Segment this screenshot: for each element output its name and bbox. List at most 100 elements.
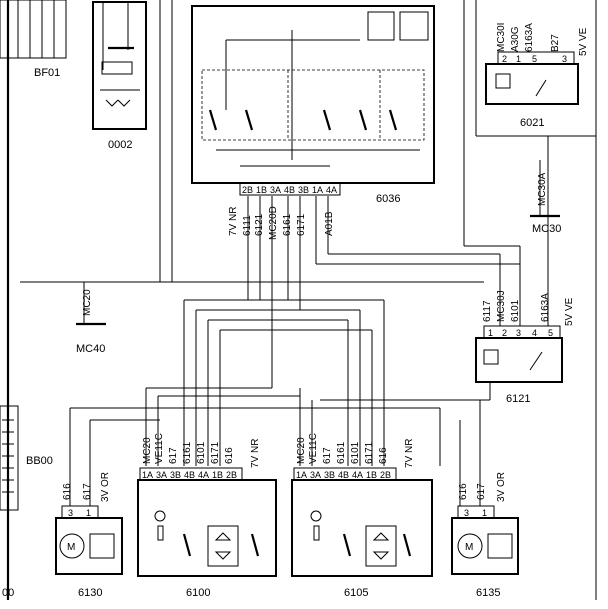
component-6121: 5V VE 6117 MC30J 6101 6163A 1 2 3 4 5 61… — [475, 290, 575, 405]
spec-6100: 7V NR — [250, 439, 261, 468]
ground-mc40-label: MC40 — [76, 343, 105, 355]
bf01-fuse-box: BF01 — [0, 0, 67, 600]
wire-6130-617: 617 — [82, 483, 93, 500]
bb00-edge-label: 00 — [2, 587, 14, 599]
pin-6130-1: 1 — [86, 508, 91, 518]
spec-6105: 7V NR — [404, 439, 415, 468]
wire-a01b: A01B — [324, 211, 335, 236]
wire-6135-616: 616 — [458, 483, 469, 500]
pin-6121-1: 2 — [502, 328, 507, 338]
pin-6021-3: 3 — [562, 54, 567, 64]
wire-6117: 6117 — [482, 300, 493, 322]
wire-6105-6101: 6101 — [350, 441, 361, 464]
component-6105: MC20 VE11C 617 6161 6101 6171 616 7V NR … — [291, 433, 433, 599]
wire-6101-a: 6101 — [510, 299, 521, 322]
pin-6105-4: 4A — [352, 470, 363, 480]
bb00-label: BB00 — [26, 455, 53, 467]
wire-6105-6171: 6171 — [364, 441, 375, 464]
component-6021: 5V VE MC30I A30G 6163A B27 2 1 5 3 6021 — [485, 23, 589, 129]
wiring-harness — [20, 0, 597, 600]
wire-6163a-b: 6163A — [540, 293, 551, 322]
pin-6100-6: 2B — [226, 470, 237, 480]
pin-6036-3: 4B — [284, 185, 295, 195]
connector-6036-pins: 2B 1B 3A 4B 3B 1A 4A — [239, 182, 341, 196]
pin-6036-6: 4A — [326, 185, 337, 195]
pin-6105-0: 1A — [296, 470, 307, 480]
wire-6105-mc20: MC20 — [296, 437, 307, 464]
wire-6100-616: 616 — [224, 447, 235, 464]
component-6021-label: 6021 — [520, 117, 544, 129]
component-6036-label: 6036 — [376, 193, 400, 205]
pin-6021-0: 2 — [502, 54, 507, 64]
wire-mc30i: MC30I — [496, 23, 507, 52]
component-0002-label: 0002 — [108, 139, 132, 151]
motor-6130-symbol: M — [67, 542, 75, 553]
component-6130-label: 6130 — [78, 587, 102, 599]
component-bb00: BB00 00 — [0, 405, 53, 599]
pin-6100-0: 1A — [142, 470, 153, 480]
pin-6036-2: 3A — [270, 185, 281, 195]
wire-6105-617: 617 — [322, 447, 333, 464]
pin-6100-1: 3A — [156, 470, 167, 480]
wire-6100-mc20: MC20 — [142, 437, 153, 464]
wires-6036: 7V NR 6111 6121 MC20D 6161 6171 A01B — [228, 206, 335, 240]
ground-mc30: MC30A MC30 — [530, 160, 561, 235]
pin-6105-5: 1B — [366, 470, 377, 480]
pin-6121-3: 4 — [532, 328, 537, 338]
pin-6105-2: 3B — [324, 470, 335, 480]
bf01-label: BF01 — [34, 67, 60, 79]
component-6105-label: 6105 — [344, 587, 368, 599]
wire-b27: B27 — [550, 34, 561, 52]
pin-6135-1: 1 — [482, 508, 487, 518]
wire-mc30a: MC30A — [537, 172, 548, 206]
wire-6163a-a: 6163A — [524, 23, 535, 52]
component-6121-label: 6121 — [506, 393, 530, 405]
component-6135: 616 617 3V OR 3 1 M 6135 — [451, 472, 519, 599]
pin-6135-0: 3 — [464, 508, 469, 518]
component-6036: 6036 — [191, 5, 435, 205]
spec-6036: 7V NR — [228, 207, 239, 236]
pin-6105-6: 2B — [380, 470, 391, 480]
wire-6100-ve11c: VE11C — [154, 433, 165, 464]
pin-6036-4: 3B — [298, 185, 309, 195]
wire-mc20-ground: MC20 — [82, 289, 93, 316]
pin-6036-5: 1A — [312, 185, 323, 195]
pin-6100-3: 4B — [184, 470, 195, 480]
pin-6121-2: 3 — [516, 328, 521, 338]
pin-6100-4: 4A — [198, 470, 209, 480]
motor-6135-symbol: M — [465, 542, 473, 553]
spec-6021: 5V VE — [578, 27, 589, 56]
component-6130: 616 617 3V OR 3 1 M 6130 — [55, 472, 123, 599]
pin-6036-0: 2B — [242, 185, 253, 195]
wire-mc20d: MC20D — [268, 206, 279, 240]
wire-6105-ve11c: VE11C — [308, 433, 319, 464]
wire-6100-6171: 6171 — [210, 441, 221, 464]
wire-6171-a: 6171 — [296, 213, 307, 236]
wire-6100-6101: 6101 — [196, 441, 207, 464]
component-0002: 0002 — [92, 1, 147, 151]
spec-6130: 3V OR — [100, 472, 111, 502]
ground-mc30-label: MC30 — [532, 223, 561, 235]
pin-6105-1: 3A — [310, 470, 321, 480]
ground-mc40: MC20 MC40 — [76, 282, 106, 355]
wire-6130-616: 616 — [62, 483, 73, 500]
spec-6135: 3V OR — [496, 472, 507, 502]
pin-6021-2: 5 — [532, 54, 537, 64]
component-6100-label: 6100 — [186, 587, 210, 599]
pin-6036-1: 1B — [256, 185, 267, 195]
component-6100: MC20 VE11C 617 6161 6101 6171 616 7V NR … — [137, 433, 277, 599]
pin-6100-5: 1B — [212, 470, 223, 480]
spec-6121: 5V VE — [564, 297, 575, 326]
pin-6105-3: 4B — [338, 470, 349, 480]
wire-6105-6161: 6161 — [336, 441, 347, 464]
wire-6105-616: 616 — [378, 447, 389, 464]
pin-6130-0: 3 — [68, 508, 73, 518]
wire-6100-617: 617 — [168, 447, 179, 464]
component-6135-label: 6135 — [476, 587, 500, 599]
wire-a30g: A30G — [510, 26, 521, 52]
pin-6021-1: 1 — [516, 54, 521, 64]
wire-6100-6161: 6161 — [182, 441, 193, 464]
pin-6121-0: 1 — [488, 328, 493, 338]
pin-6100-2: 3B — [170, 470, 181, 480]
